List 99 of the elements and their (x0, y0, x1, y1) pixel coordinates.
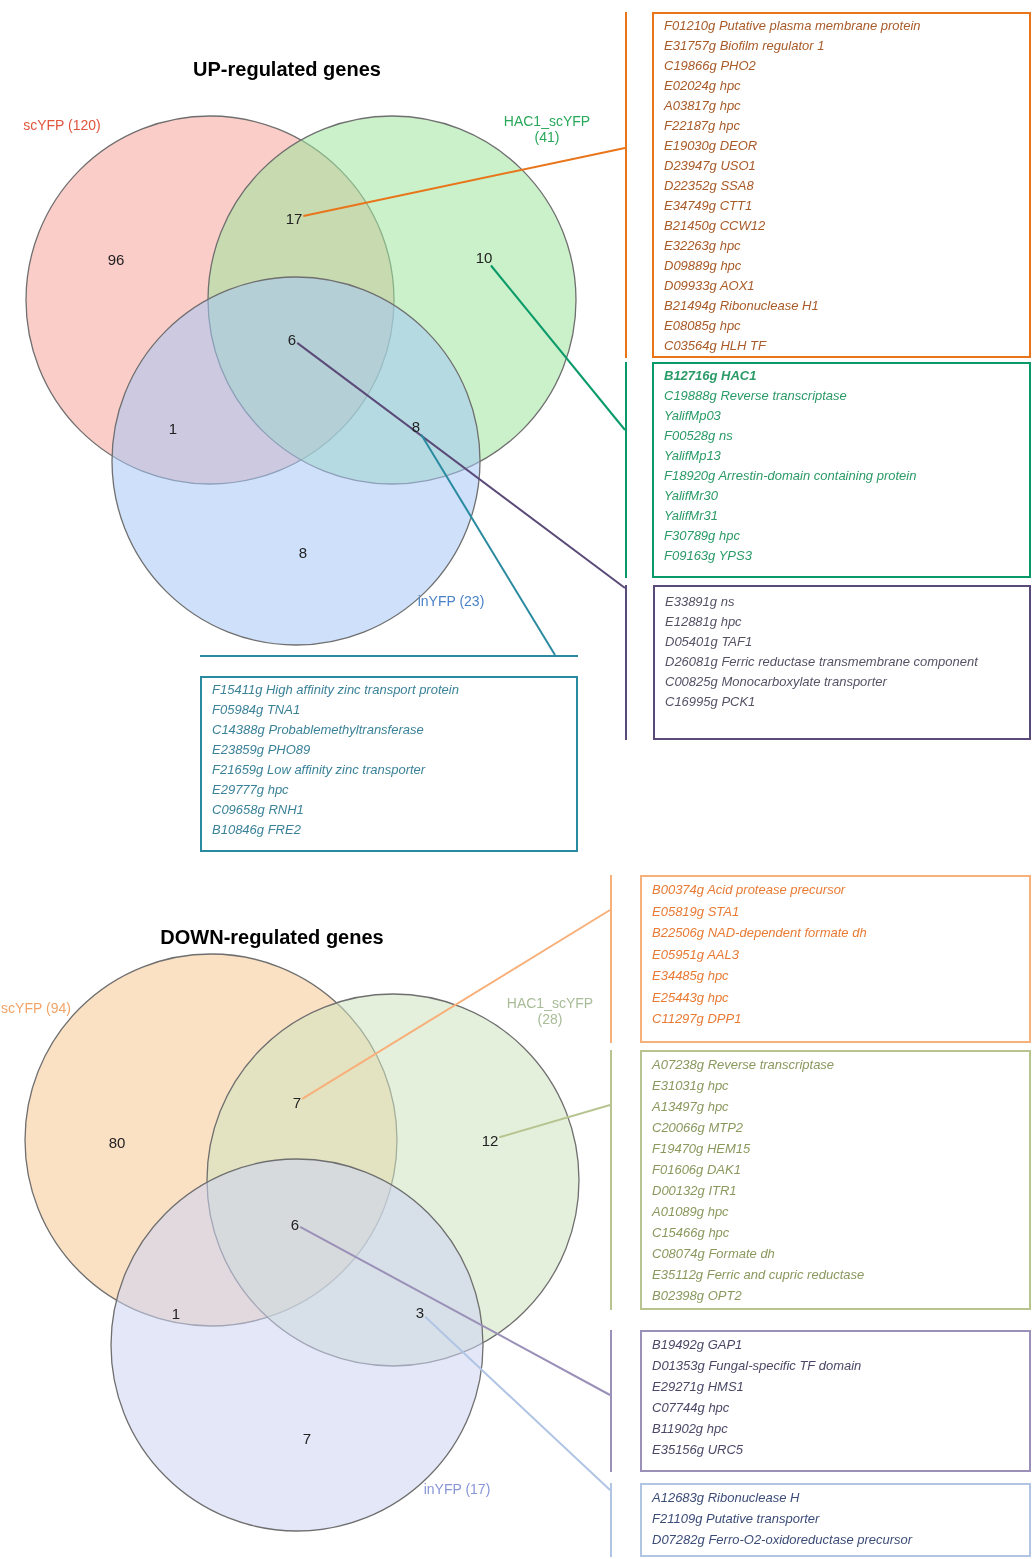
leader-line (301, 909, 611, 1100)
leader-line (299, 1225, 611, 1396)
gene-entry: C16995g PCK1 (665, 693, 757, 711)
gene-entry: D26081g Ferric reductase transmembrane component (665, 653, 980, 671)
gene-entry: YalifMp03 (664, 407, 722, 425)
region-count: 10 (474, 248, 494, 266)
gene-entry: YalifMp13 (664, 447, 722, 465)
gene-entry: F22187g hpc (664, 117, 741, 135)
gene-entry: A12683g Ribonuclease H (652, 1489, 801, 1507)
gene-entry: B19492g GAP1 (652, 1336, 744, 1354)
gene-entry: F30789g hpc (664, 527, 741, 545)
leader-line (302, 147, 626, 217)
region-count: 96 (106, 250, 126, 268)
gene-entry: F01210g Putative plasma membrane protein (664, 17, 922, 35)
gene-entry: C08074g Formate dh (652, 1245, 776, 1263)
chart-title: UP-regulated genes (193, 58, 381, 81)
gene-entry: E34485g hpc (652, 967, 730, 985)
chart-title: DOWN-regulated genes (160, 926, 384, 949)
leader-line (498, 1104, 611, 1139)
gene-entry: B22506g NAD-dependent formate dh (652, 924, 868, 942)
gene-entry: C19888g Reverse transcriptase (664, 387, 848, 405)
region-count: 6 (286, 330, 298, 348)
gene-entry: A07238g Reverse transcriptase (652, 1056, 836, 1074)
gene-entry: F21659g Low affinity zinc transporter (212, 761, 427, 779)
gene-entry: E31757g Biofilm regulator 1 (664, 37, 826, 55)
region-count: 8 (297, 543, 309, 561)
gene-entry: F18920g Arrestin-domain containing protein (664, 467, 918, 485)
gene-entry: F21109g Putative transporter (652, 1510, 821, 1528)
gene-entry: F00528g ns (664, 427, 734, 445)
gene-entry: E05819g STA1 (652, 902, 741, 921)
gene-entry: C19866g PHO2 (664, 57, 757, 75)
gene-entry: F01606g DAK1 (652, 1161, 742, 1179)
set-label: inYFP (23) (416, 593, 486, 610)
region-count: 3 (414, 1303, 426, 1321)
gene-entry: A03817g hpc (664, 97, 742, 115)
set-label: scYFP (120) (22, 117, 102, 134)
gene-entry: D09933g AOX1 (664, 277, 756, 295)
leader-line (296, 341, 626, 589)
gene-entry: A01089g hpc (652, 1203, 730, 1221)
region-count: 1 (167, 419, 179, 437)
leader-line (420, 433, 556, 656)
gene-entry: E35156g URC5 (652, 1441, 745, 1459)
gene-entry: D09889g hpc (664, 257, 743, 275)
gene-entry: E23859g PHO89 (212, 741, 312, 759)
set-label: HAC1_scYFP (41) (502, 113, 592, 146)
region-count: 17 (284, 209, 304, 227)
gene-entry: D00132g ITR1 (652, 1182, 738, 1200)
gene-entry: C20066g MTP2 (652, 1119, 745, 1137)
gene-entry: E29777g hpc (212, 781, 290, 799)
region-count: 7 (301, 1429, 313, 1447)
region-count: 7 (291, 1093, 303, 1111)
gene-entry: D23947g USO1 (664, 157, 757, 175)
gene-entry: B11902g hpc (652, 1420, 729, 1438)
gene-entry: E12881g hpc (665, 613, 743, 631)
gene-entry: F09163g YPS3 (664, 547, 753, 565)
gene-entry: B10846g FRE2 (212, 821, 302, 839)
gene-entry: E34749g CTT1 (664, 197, 754, 215)
gene-entry: E02024g hpc (664, 77, 742, 95)
gene-entry: B21494g Ribonuclease H1 (664, 297, 820, 315)
gene-entry: YalifMr30 (664, 487, 719, 505)
gene-entry: E29271g HMS1 (652, 1378, 745, 1396)
gene-entry: C14388g Probablemethyltransferase (212, 721, 425, 739)
region-count: 80 (107, 1133, 127, 1151)
gene-entry: D22352g SSA8 (664, 177, 755, 195)
gene-entry: C09658g RNH1 (212, 801, 305, 819)
gene-entry: E25443g hpc (652, 988, 730, 1007)
gene-entry: D01353g Fungal-specific TF domain (652, 1357, 863, 1375)
gene-entry: C15466g hpc (652, 1224, 731, 1242)
gene-entry: E19030g DEOR (664, 137, 759, 155)
gene-entry: D05401g TAF1 (665, 633, 754, 651)
leader-line (424, 1315, 611, 1491)
gene-entry: B21450g CCW12 (664, 217, 767, 235)
gene-entry: A13497g hpc (652, 1098, 730, 1116)
leader-line (489, 264, 626, 431)
gene-entry: E31031g hpc (652, 1077, 730, 1095)
gene-entry: B12716g HAC1 (664, 367, 758, 385)
gene-entry: B00374g Acid protease precursor (652, 881, 847, 899)
gene-entry: F19470g HEM15 (652, 1140, 752, 1158)
set-label: HAC1_scYFP (28) (505, 995, 595, 1028)
gene-entry: E32263g hpc (664, 237, 742, 255)
region-count: 6 (289, 1215, 301, 1233)
gene-entry: C11297g DPP1 (652, 1010, 743, 1028)
gene-entry: E05951g AAL3 (652, 945, 740, 964)
gene-entry: E35112g Ferric and cupric reductase (652, 1266, 866, 1284)
gene-entry: C00825g Monocarboxylate transporter (665, 673, 889, 691)
region-count: 12 (480, 1131, 500, 1149)
gene-entry: D07282g Ferro-O2-oxidoreductase precursor (652, 1531, 914, 1549)
gene-entry: YalifMr31 (664, 507, 719, 525)
gene-entry: E08085g hpc (664, 317, 742, 335)
gene-entry: B02398g OPT2 (652, 1287, 743, 1305)
gene-entry: F15411g High affinity zinc transport protein (212, 681, 460, 699)
gene-entry: F05984g TNA1 (212, 701, 302, 719)
set-label: scYFP (94) (0, 1000, 72, 1017)
gene-entry: C07744g hpc (652, 1399, 731, 1417)
region-count: 8 (410, 417, 422, 435)
set-label: inYFP (17) (422, 1481, 492, 1498)
region-count: 1 (170, 1304, 182, 1322)
gene-entry: E33891g ns (665, 593, 736, 611)
gene-entry: C03564g HLH TF (664, 337, 768, 355)
